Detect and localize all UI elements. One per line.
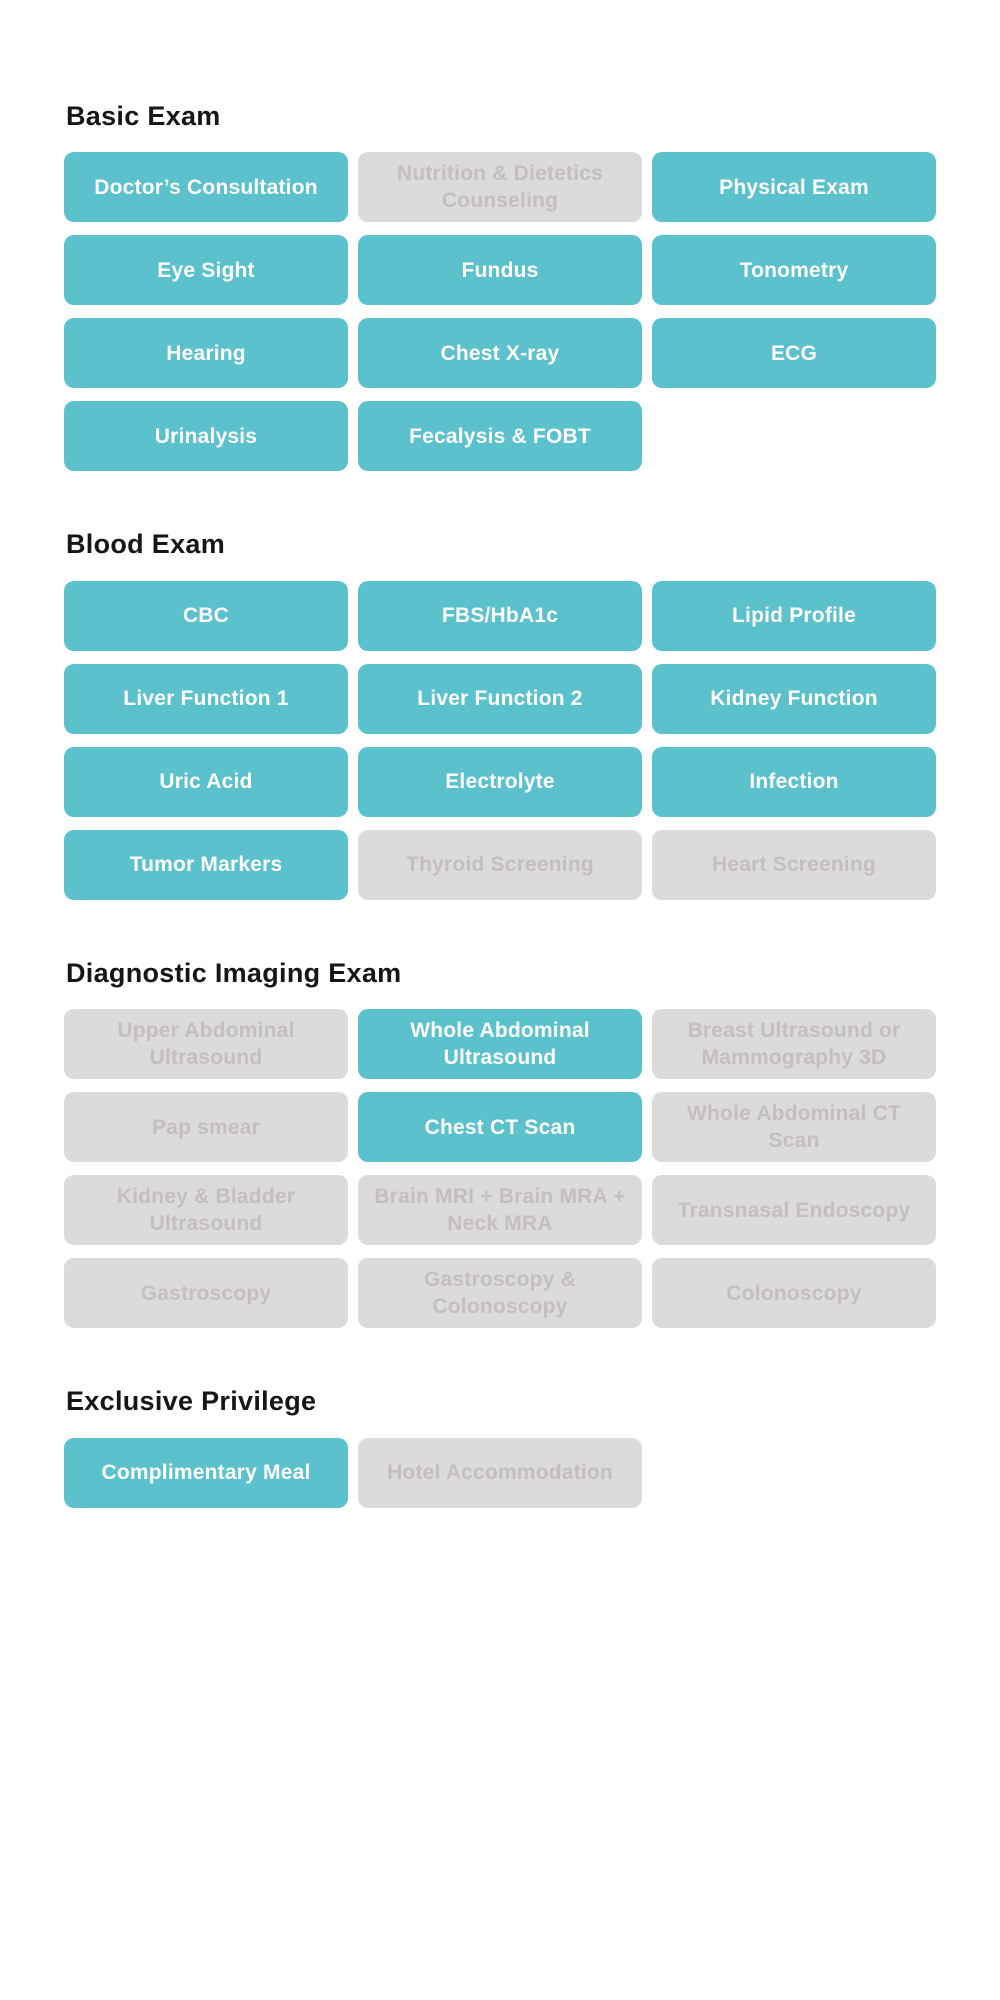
exam-item-label: Chest CT Scan (424, 1115, 576, 1139)
exam-item-button[interactable]: Whole Abdominal CT Scan (652, 1092, 936, 1163)
exam-item-button[interactable]: Kidney & Bladder Ultrasound (64, 1175, 348, 1246)
exam-item-button[interactable]: Heart Screening (652, 829, 936, 900)
exam-item-label: Nutrition & Dietetics Counseling (396, 162, 604, 213)
exam-item-button[interactable]: Liver Function 2 (358, 663, 642, 734)
exam-section: Basic Exam Doctor’s Consultation Nutriti… (64, 100, 936, 472)
exam-item-label: Electrolyte (445, 770, 555, 794)
exam-item-button[interactable]: Uric Acid (64, 746, 348, 817)
exam-section: Diagnostic Imaging Exam Upper Abdominal … (64, 957, 936, 1329)
exam-item-label: Pap smear (151, 1115, 261, 1139)
exam-item-button[interactable]: Whole Abdominal Ultrasound (358, 1009, 642, 1080)
exam-item-button[interactable]: Fecalysis & FOBT (358, 401, 642, 472)
exam-item-label: Kidney & Bladder Ultrasound (116, 1184, 296, 1236)
exam-item-button[interactable]: Gastroscopy (64, 1258, 348, 1329)
exam-item-button[interactable]: Chest CT Scan (358, 1092, 642, 1163)
exam-item-label: Doctor’s Consultation (94, 175, 318, 199)
exam-item-button[interactable]: Transnasal Endoscopy (652, 1175, 936, 1246)
exam-item-grid: Complimentary Meal Hotel Accommodation (64, 1437, 936, 1508)
exam-item-button[interactable]: Electrolyte (358, 746, 642, 817)
exam-section: Exclusive Privilege Complimentary Meal H… (64, 1385, 936, 1508)
exam-item-label: CBC (182, 604, 230, 628)
exam-item-button[interactable]: Breast Ultrasound or Mammography 3D (652, 1009, 936, 1080)
exam-item-label: Transnasal Endoscopy (677, 1198, 911, 1222)
exam-item-label: Infection (749, 770, 839, 794)
exam-item-button[interactable]: Eye Sight (64, 235, 348, 306)
exam-item-label: Eye Sight (157, 258, 255, 282)
exam-item-button[interactable]: Chest X-ray (358, 318, 642, 389)
exam-item-grid: Upper Abdominal Ultrasound Whole Abdomin… (64, 1009, 936, 1329)
exam-section: Blood Exam CBC FBS/HbA1c Lipid Profile L… (64, 528, 936, 900)
exam-item-button[interactable]: Hearing (64, 318, 348, 389)
exam-item-label: Tonometry (739, 258, 849, 282)
exam-item-label: Fecalysis & FOBT (409, 424, 591, 448)
exam-item-label: Thyroid Screening (406, 853, 594, 877)
exam-item-label: Complimentary Meal (101, 1460, 311, 1484)
exam-item-button[interactable]: Tonometry (652, 235, 936, 306)
exam-item-label: Liver Function 2 (417, 687, 583, 711)
exam-item-label: Whole Abdominal Ultrasound (410, 1018, 590, 1070)
exam-item-button[interactable]: Nutrition & Dietetics Counseling (358, 152, 642, 223)
exam-item-label: Whole Abdominal CT Scan (687, 1101, 901, 1153)
exam-item-button[interactable]: Liver Function 1 (64, 663, 348, 734)
exam-item-label: Hearing (166, 341, 246, 365)
section-title: Diagnostic Imaging Exam (66, 957, 402, 988)
exam-item-label: Lipid Profile (732, 604, 856, 628)
exam-item-label: Chest X-ray (440, 341, 560, 365)
exam-item-label: Physical Exam (719, 175, 869, 199)
exam-item-label: Hotel Accommodation (387, 1460, 613, 1484)
exam-item-button[interactable]: Upper Abdominal Ultrasound (64, 1009, 348, 1080)
exam-item-button[interactable]: Kidney Function (652, 663, 936, 734)
exam-item-label: Kidney Function (710, 687, 878, 711)
exam-item-label: Gastroscopy (140, 1281, 272, 1305)
exam-item-button[interactable]: Pap smear (64, 1092, 348, 1163)
exam-item-label: Liver Function 1 (123, 687, 289, 711)
exam-item-label: Brain MRI + Brain MRA + Neck MRA (374, 1184, 626, 1236)
section-title: Blood Exam (66, 529, 226, 560)
section-title: Basic Exam (66, 101, 221, 131)
exam-item-button[interactable]: Lipid Profile (652, 580, 936, 651)
exam-item-label: Colonoscopy (726, 1281, 862, 1305)
exam-item-label: ECG (770, 341, 818, 365)
exam-item-button[interactable]: Thyroid Screening (358, 829, 642, 900)
exam-item-label: Gastroscopy & Colonoscopy (424, 1267, 576, 1319)
exam-item-label: Tumor Markers (129, 853, 283, 877)
exam-item-button[interactable]: Tumor Markers (64, 829, 348, 900)
exam-item-label: Breast Ultrasound or Mammography 3D (687, 1018, 901, 1070)
exam-item-button[interactable]: ECG (652, 318, 936, 389)
exam-item-button[interactable]: Gastroscopy & Colonoscopy (358, 1258, 642, 1329)
exam-item-button[interactable]: FBS/HbA1c (358, 580, 642, 651)
section-title: Exclusive Privilege (66, 1386, 317, 1417)
exam-item-grid: CBC FBS/HbA1c Lipid Profile Liver Functi… (64, 580, 936, 900)
exam-item-button[interactable]: Hotel Accommodation (358, 1437, 642, 1508)
exam-item-button[interactable]: Urinalysis (64, 401, 348, 472)
exam-item-button[interactable]: Fundus (358, 235, 642, 306)
exam-item-button[interactable]: Complimentary Meal (64, 1437, 348, 1508)
exam-item-label: Uric Acid (159, 770, 253, 794)
exam-item-grid: Doctor’s Consultation Nutrition & Dietet… (64, 152, 936, 472)
exam-item-label: Fundus (461, 258, 539, 282)
exam-item-button[interactable]: Colonoscopy (652, 1258, 936, 1329)
exam-item-button[interactable]: CBC (64, 580, 348, 651)
exam-package-list: Basic Exam Doctor’s Consultation Nutriti… (64, 100, 936, 1565)
exam-item-label: Heart Screening (711, 853, 877, 877)
exam-item-button[interactable]: Infection (652, 746, 936, 817)
exam-item-label: Upper Abdominal Ultrasound (117, 1018, 295, 1070)
exam-item-button[interactable]: Doctor’s Consultation (64, 152, 348, 223)
exam-item-label: Urinalysis (154, 424, 258, 448)
exam-item-button[interactable]: Physical Exam (652, 152, 936, 223)
exam-item-button[interactable]: Brain MRI + Brain MRA + Neck MRA (358, 1175, 642, 1246)
exam-item-label: FBS/HbA1c (441, 604, 559, 628)
